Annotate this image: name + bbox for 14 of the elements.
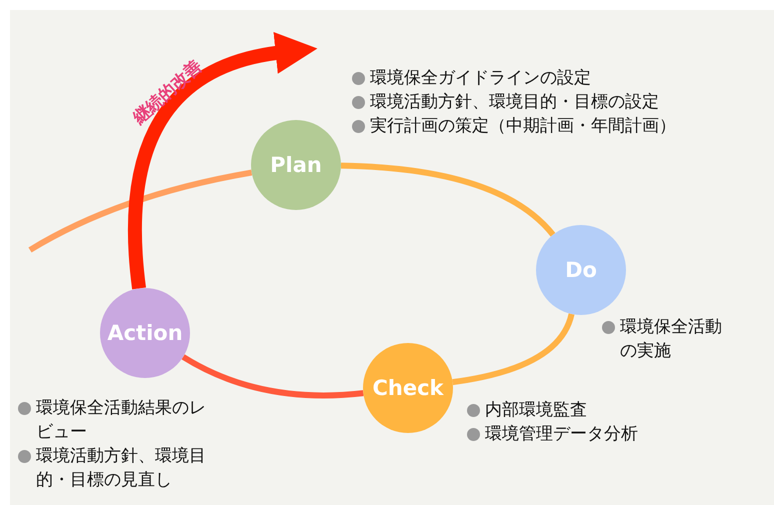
- cycle-line: [28, 170, 252, 253]
- cycle-line: [452, 313, 574, 386]
- list-item-text: 環境活動方針、環境目的・目標の設定: [370, 92, 659, 112]
- list-item-text: 環境保全ガイドラインの設定: [370, 68, 591, 88]
- list-item-text: 環境保全活動結果のレビュー: [36, 398, 206, 442]
- list-item-text: 実行計画の策定（中期計画・年間計画）: [370, 116, 676, 136]
- cycle-line: [340, 162, 556, 237]
- list-item-text: 環境活動方針、環境目的・目標の見直し: [36, 446, 206, 490]
- list-item-text: 環境管理データ分析: [485, 424, 638, 444]
- list-item-text: 環境保全活動の実施: [620, 317, 722, 361]
- cycle-line: [182, 354, 364, 398]
- edge-label: 継続的改善: [128, 56, 207, 130]
- list-item-text: 内部環境監査: [485, 400, 587, 420]
- arrow: [128, 32, 318, 290]
